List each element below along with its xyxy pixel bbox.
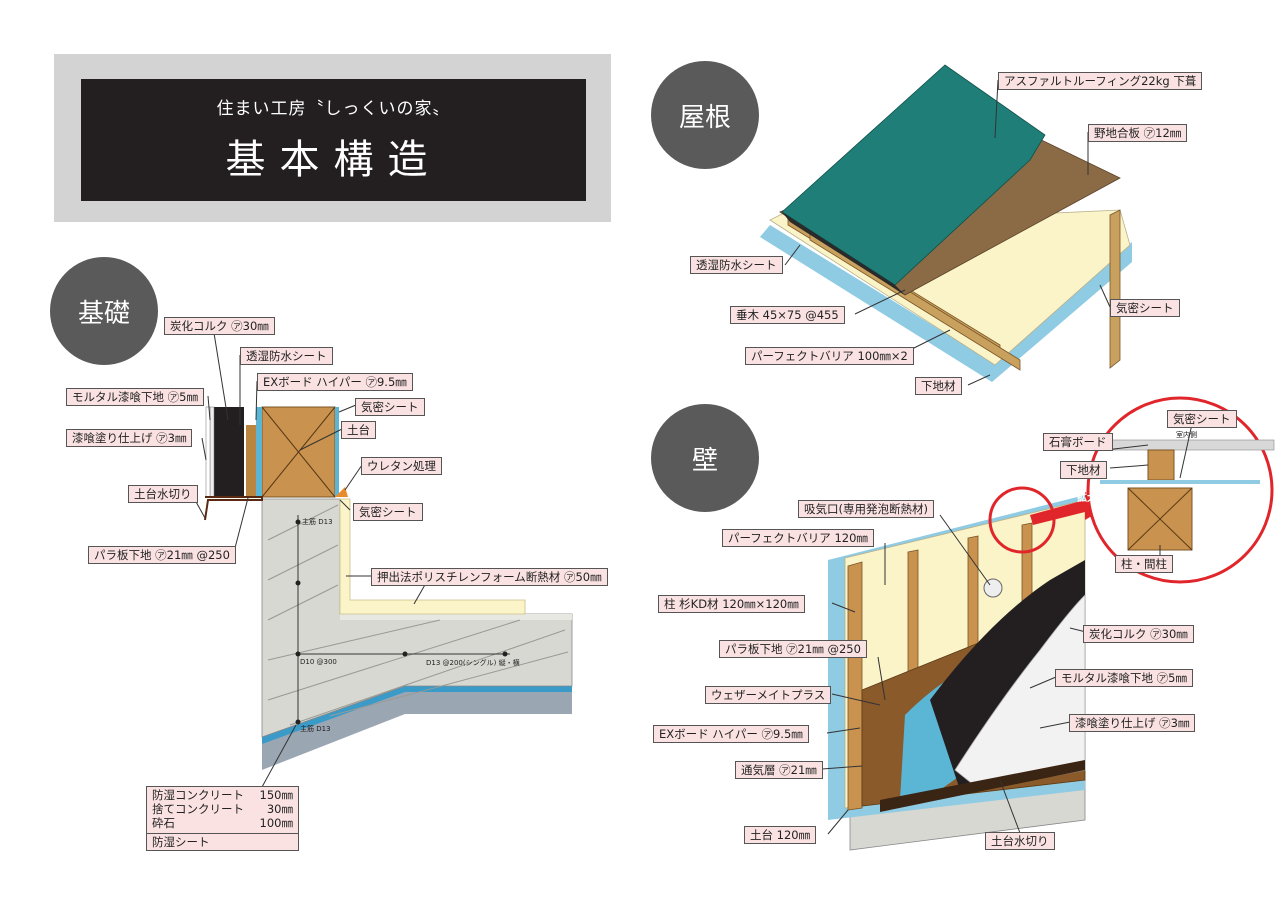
slab-top	[340, 614, 572, 620]
section-foundation: 基礎	[50, 257, 158, 365]
label-foundation-flashing: 土台水切り	[128, 485, 198, 503]
label-foundation-urethane: ウレタン処理	[361, 457, 442, 475]
label-roof-base: 下地材	[915, 377, 962, 395]
section-wall: 壁	[651, 404, 759, 512]
title-panel: 住まい工房〝しっくいの家〟 基本構造	[54, 54, 611, 222]
label-roof-asphalt: アスファルトルーフィング22kg 下葺	[998, 72, 1203, 90]
label-foundation-cork: 炭化コルク ㋐30㎜	[164, 317, 275, 335]
label-roof-plywood: 野地合板 ㋐12㎜	[1088, 124, 1188, 142]
label-foundation-breathable-sheet: 透湿防水シート	[240, 347, 333, 365]
label-wall-plaster: 漆喰塗り仕上げ ㋐3㎜	[1069, 714, 1196, 732]
title-subtitle: 住まい工房〝しっくいの家〟	[216, 99, 451, 119]
label-wall-cork: 炭化コルク ㋐30㎜	[1083, 625, 1194, 643]
ex-board-strip	[256, 407, 262, 497]
wall-plaster	[954, 594, 1086, 791]
label-foundation-sill: 土台	[341, 421, 376, 439]
label-zoom-indoor: 室内側	[1176, 431, 1197, 439]
zoom-source-circle	[988, 486, 1056, 554]
zoom-airtight	[1100, 480, 1260, 484]
batten-strip	[246, 425, 256, 497]
rebar-label-d10: D10 @300	[300, 658, 337, 666]
airtight-sheet-strip	[335, 407, 339, 497]
label-wall-batten: パラ板下地 ㋐21㎜ @250	[719, 640, 867, 658]
rebar-label-main-bottom: 主筋 D13	[300, 725, 331, 733]
title-box: 住まい工房〝しっくいの家〟 基本構造	[81, 79, 586, 201]
label-zoom-base: 下地材	[1060, 461, 1107, 479]
wall-drawing	[821, 495, 1091, 851]
roof-drawing	[760, 64, 1132, 386]
label-roof-airtight: 気密シート	[1110, 299, 1180, 317]
label-wall-sill: 土台 120㎜	[744, 826, 817, 844]
label-wall-flashing: 土台水切り	[985, 832, 1055, 850]
label-roof-perfect-barrier: パーフェクトバリア 100㎜×2	[745, 347, 914, 365]
zoom-base-material	[1147, 449, 1175, 481]
label-foundation-plaster: 漆喰塗り仕上げ ㋐3㎜	[66, 429, 193, 447]
label-roof-breathable: 透湿防水シート	[690, 256, 783, 274]
cork-layer	[214, 407, 244, 497]
label-wall-weathermate: ウェザーメイトプラス	[705, 686, 832, 704]
polystyrene-insulation	[339, 498, 526, 615]
rebar-label-main-top: 主筋 D13	[302, 518, 333, 526]
roof-airtight-layer	[760, 225, 1132, 382]
zoom-detail	[988, 396, 1275, 584]
label-zoom-airtight: 気密シート	[1167, 410, 1237, 428]
label-wall-air-layer: 通気層 ㋐21㎜	[735, 761, 823, 779]
wall-flashing	[880, 760, 1085, 812]
rebar-label-d13: D13 @200(シングル) 縦・横	[426, 659, 520, 667]
label-foundation-mortar: モルタル漆喰下地 ㋐5㎜	[66, 388, 204, 406]
label-wall-mortar: モルタル漆喰下地 ㋐5㎜	[1055, 669, 1193, 687]
label-zoom-gypsum: 石膏ボード	[1043, 433, 1113, 451]
label-foundation-insulation: 押出法ポリスチレンフォーム断熱材 ㋐50㎜	[371, 568, 608, 586]
label-foundation-ex-board: EXボード ハイパー ㋐9.5㎜	[257, 373, 413, 391]
concrete-hatching	[267, 504, 569, 726]
label-wall-ex-board: EXボード ハイパー ㋐9.5㎜	[653, 725, 809, 743]
label-zoom-column: 柱・間柱	[1115, 555, 1173, 573]
label-foundation-airtight-1: 気密シート	[355, 398, 425, 416]
plaster-layer	[205, 406, 211, 498]
wall-vent	[983, 578, 1003, 598]
label-zoom-enlarge: 拡大	[1077, 493, 1097, 504]
section-roof: 屋根	[651, 61, 759, 169]
label-wall-column: 柱 杉KD材 120㎜×120㎜	[658, 595, 805, 613]
label-wall-perfect-barrier: パーフェクトバリア 120㎜	[722, 529, 874, 547]
label-wall-intake: 吸気口(専用発泡断熱材)	[798, 500, 934, 518]
label-foundation-batten: パラ板下地 ㋐21㎜ @250	[88, 546, 236, 564]
gravel-layer	[262, 690, 572, 770]
title-heading: 基本構造	[225, 137, 442, 183]
flashing-line	[204, 496, 263, 521]
roof-edge	[782, 212, 905, 295]
wall-leaders	[821, 514, 1091, 835]
layer-footer: 防湿シート	[152, 835, 210, 849]
foundation-drawing	[194, 332, 573, 788]
label-roof-rafter: 垂木 45×75 @455	[730, 306, 845, 324]
mortar-layer	[209, 406, 215, 498]
label-foundation-airtight-2: 気密シート	[353, 503, 423, 521]
foundation-leaders	[194, 332, 427, 788]
